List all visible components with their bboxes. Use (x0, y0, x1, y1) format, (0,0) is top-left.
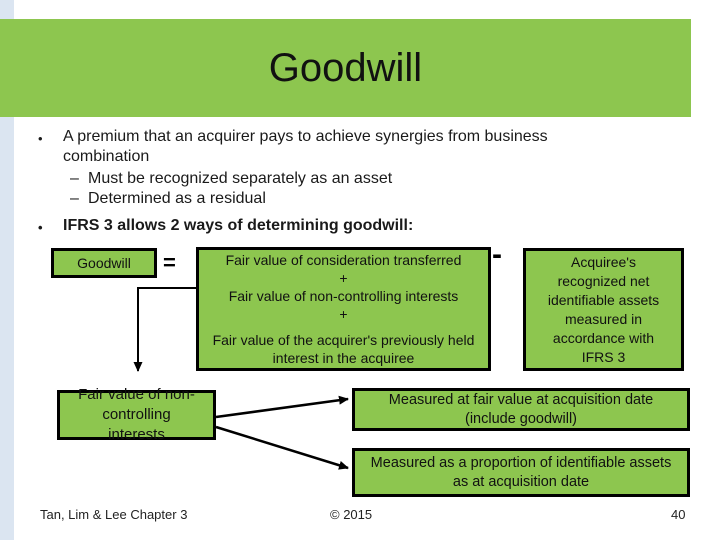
equals-sign: = (163, 250, 176, 275)
nci-fair-value-box: Fair value of non-controlling interests (57, 386, 216, 443)
plus-operator: + (339, 306, 348, 322)
left-margin-strip (0, 0, 14, 540)
measured-proportion-label: Measured as a proportion of identifiable… (370, 454, 672, 490)
measured-fair-value-label: Measured at fair value at acquisition da… (388, 391, 654, 427)
formula-line-nci: Fair value of non-controlling interests (228, 288, 459, 304)
page-title: Goodwill (268, 45, 423, 90)
footer-copyright: © 2015 (330, 507, 373, 522)
elbow-arrow-to-nci (133, 287, 196, 372)
page-number: 40 (671, 507, 686, 522)
measured-fair-value-box: Measured at fair value at acquisition da… (352, 388, 690, 431)
arrow-nci-to-proportion (215, 425, 349, 470)
goodwill-box-label: Goodwill (77, 255, 131, 271)
arrow-nci-to-fair-value (215, 395, 349, 419)
acquiree-box-label: Acquiree's recognized net identifiable a… (547, 253, 660, 365)
sub-bullet-text-recognized: Must be recognized separately as an asse… (88, 170, 393, 187)
title-bar: Goodwill (0, 19, 691, 117)
bullet-marker: • (38, 131, 43, 146)
formula-line-previous-interest: Fair value of the acquirer's previously … (212, 332, 475, 366)
minus-sign: - (492, 238, 502, 271)
measured-proportion-box: Measured as a proportion of identifiable… (352, 448, 690, 497)
bullet-text-ifrs3: IFRS 3 allows 2 ways of determining good… (63, 217, 414, 234)
nci-box-label: Fair value of non-controlling interests (78, 386, 195, 443)
footer-authors: Tan, Lim & Lee Chapter 3 (40, 507, 188, 522)
consideration-formula-box: Fair value of consideration transferred … (196, 247, 491, 371)
dash-marker: – (70, 170, 79, 187)
sub-bullet-residual: – Determined as a residual (70, 189, 610, 209)
goodwill-box: Goodwill (51, 248, 157, 278)
bullet-text-premium: A premium that an acquirer pays to achie… (63, 128, 548, 165)
plus-operator: + (339, 270, 348, 286)
bullet-marker: • (38, 220, 43, 235)
formula-line-consideration: Fair value of consideration transferred (225, 252, 462, 268)
acquiree-net-assets-box: Acquiree's recognized net identifiable a… (523, 248, 684, 371)
dash-marker: – (70, 190, 79, 207)
sub-bullet-text-residual: Determined as a residual (88, 190, 266, 207)
bullet-item-ifrs3: • IFRS 3 allows 2 ways of determining go… (38, 216, 623, 238)
bullet-item-premium: • A premium that an acquirer pays to ach… (38, 127, 623, 167)
sub-bullet-recognized: – Must be recognized separately as an as… (70, 169, 610, 189)
